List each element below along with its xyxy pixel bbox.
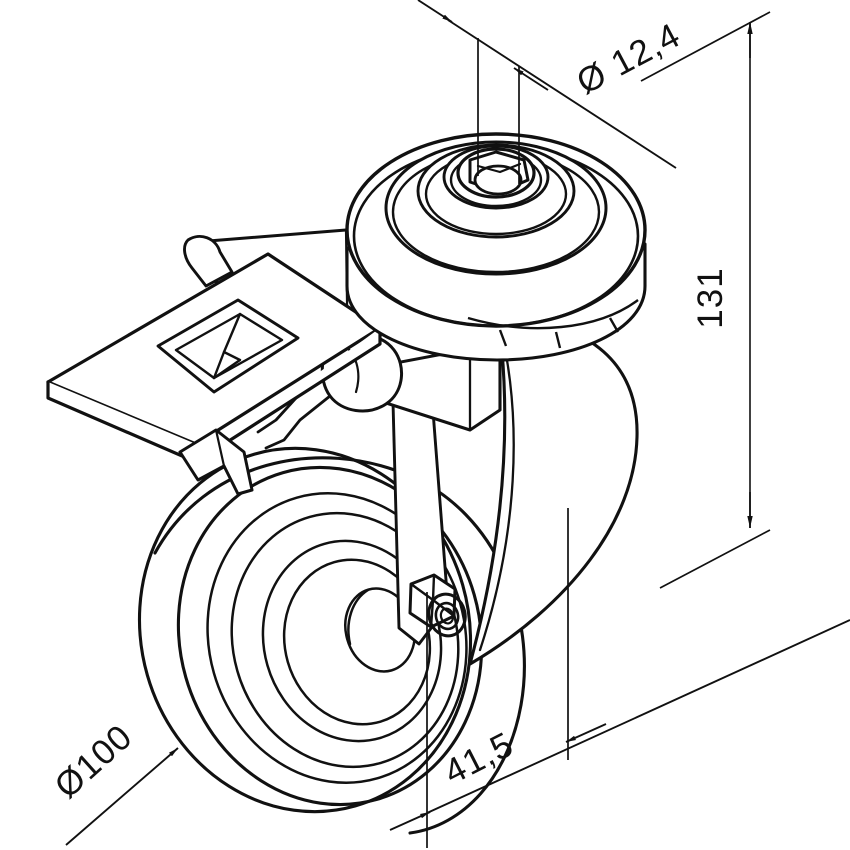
swivel-seam: [467, 299, 639, 349]
dim-line-12-4-a: [417, 0, 453, 23]
dimension-overall-height: 131: [640, 11, 771, 589]
bolt-hole-socket: [456, 147, 536, 199]
dimension-label-overall-height: 131: [691, 267, 730, 328]
leader-line-100: [65, 747, 179, 846]
dim-arrow-41-5-right: [565, 723, 607, 743]
wheel-tyre: [137, 446, 526, 835]
pedal-pivot-stub: [183, 235, 234, 288]
axle-bolt: [427, 592, 467, 638]
dim-line-41-5: [426, 619, 850, 814]
ext-line-131-bottom: [659, 529, 771, 589]
dim-line-12-4-main: [447, 19, 677, 169]
brake-shoe: [178, 428, 254, 496]
swivel-top-plate: [345, 132, 647, 362]
dim-arrow-41-5-left: [389, 811, 431, 831]
dim-line-12-4-b: [513, 67, 549, 91]
